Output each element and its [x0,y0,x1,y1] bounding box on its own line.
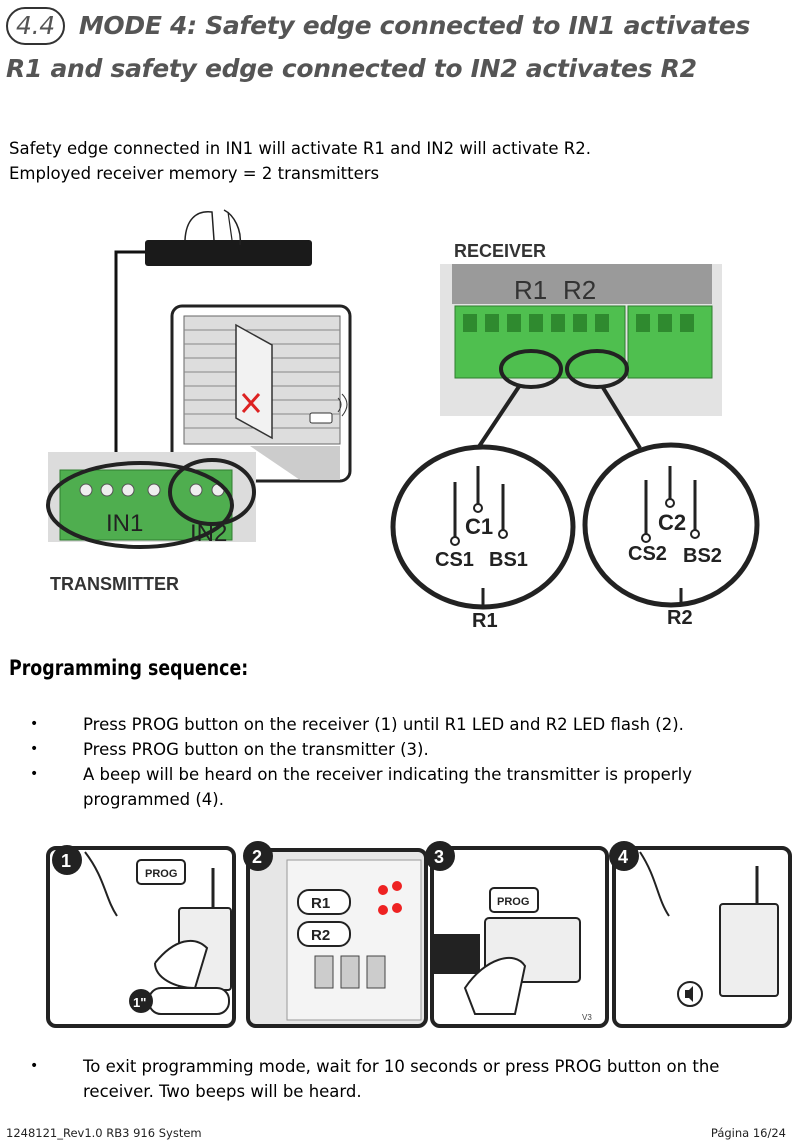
programming-sequence-heading: Programming sequence: [9,656,249,680]
r1-led-label: R1 [311,895,330,912]
panel-4: 4 [609,841,792,1028]
intro-line-1: Safety edge connected in IN1 will activa… [9,139,591,158]
c1-label: C1 [465,514,493,539]
step-item: • A beep will be heard on the receiver in… [0,762,773,812]
step-number-1: 1 [61,851,71,871]
panel-2: 2 R1 R2 [243,841,428,1028]
panel-1: 1 PROG 1" [46,845,236,1028]
step-item: • Press PROG button on the transmitter (3… [0,737,773,762]
document-id: 1248121_Rev1.0 RB3 916 System [6,1126,202,1140]
r1-output-label: R1 [472,610,498,632]
exit-instructions: • To exit programming mode, wait for 10 s… [0,1054,773,1104]
bs2-label: BS2 [683,545,722,567]
in1-label: IN1 [106,510,143,537]
prog-label-1: PROG [145,868,177,880]
intro-line-2: Employed receiver memory = 2 transmitter… [9,164,380,183]
r2-output-label: R2 [667,607,693,629]
step-text: Press PROG button on the receiver (1) un… [83,715,684,734]
bullet-icon: • [30,741,39,757]
bullet-icon: • [30,1058,39,1074]
step-text: Press PROG button on the transmitter (3)… [83,740,429,759]
receiver-r2-label: R2 [563,275,596,305]
transmitter-label: TRANSMITTER [50,574,179,594]
step-number-4: 4 [618,847,628,867]
r2-contacts-detail: C2 CS2 BS2 R2 [582,442,760,629]
prog-label-3: PROG [497,896,529,908]
in2-label: IN2 [190,520,227,547]
r1-contacts-detail: C1 CS1 BS1 R1 [390,444,576,632]
receiver-board: R1 R2 [440,264,722,416]
step-item: • To exit programming mode, wait for 10 s… [0,1054,773,1104]
c2-label: C2 [658,510,686,535]
transmitter-board: IN1 IN2 [46,452,256,549]
r2-led-label: R2 [311,927,330,944]
step-text: To exit programming mode, wait for 10 se… [83,1057,720,1101]
wiring-diagram: IN1 IN2 TRANSMITTER RECEIVER R1 R2 C1 [46,209,760,632]
step-number-2: 2 [252,847,262,867]
intro-text: Safety edge connected in IN1 will activa… [9,136,591,186]
programming-steps-illustration: 1 PROG 1" 2 R1 R2 3 PROG V3 [46,841,792,1028]
bullet-icon: • [30,716,39,732]
step-number-3: 3 [434,847,444,867]
bs1-label: BS1 [489,549,528,571]
section-number: 4.4 [6,7,65,45]
bullet-icon: • [30,766,39,782]
section-title: MODE 4: Safety edge connected to IN1 act… [6,11,751,83]
panel-3: 3 PROG V3 [425,841,609,1028]
cs2-label: CS2 [628,543,667,565]
version-label: V3 [582,1013,592,1022]
cs1-label: CS1 [435,549,474,571]
page-number: Página 16/24 [710,1126,786,1140]
receiver-label: RECEIVER [454,241,546,261]
programming-steps: • Press PROG button on the receiver (1) u… [0,712,773,812]
receiver-r1-label: R1 [514,275,547,305]
time-label: 1" [133,995,146,1010]
page-footer: 1248121_Rev1.0 RB3 916 System Página 16/… [6,1126,786,1140]
step-item: • Press PROG button on the receiver (1) u… [0,712,773,737]
gate-illustration [170,304,352,483]
safety-edge-illustration [114,209,312,470]
step-text: A beep will be heard on the receiver ind… [83,765,692,809]
